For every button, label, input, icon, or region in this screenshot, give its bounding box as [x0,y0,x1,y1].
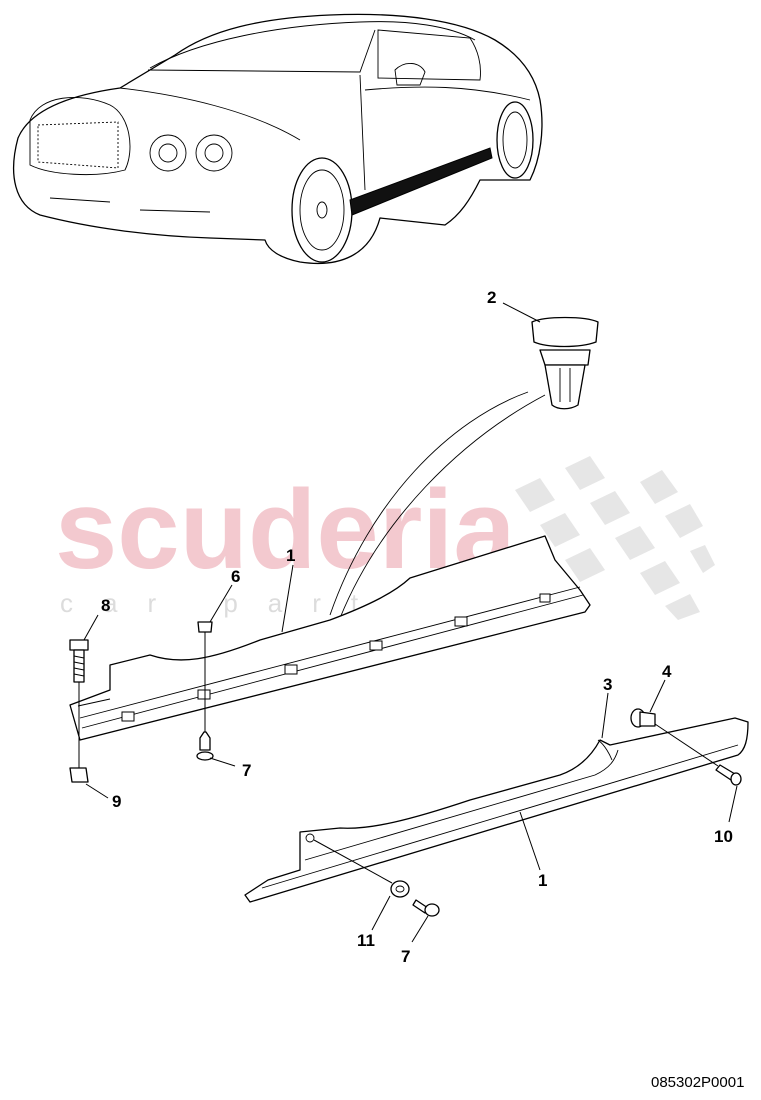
watermark: scuderia car parts [55,456,715,620]
callout-6: 6 [231,567,240,586]
callout-1-lower: 1 [538,871,547,890]
drawing-code: 085302P0001 [651,1074,744,1091]
part-6-screw [197,621,213,633]
part-7-screw-lower [412,899,440,917]
callout-2: 2 [487,288,496,307]
part-8-bolt [69,639,89,683]
part-2-clip [329,316,599,619]
part-11-washer [390,880,410,898]
watermark-sub: car parts [60,588,431,618]
callout-11: 11 [357,931,375,950]
callout-7-lower: 7 [401,947,410,966]
callout-1-upper: 1 [286,546,295,565]
sill-panel-upper [69,535,591,741]
part-7-screw-upper [196,731,214,761]
callout-labels: 2 1 6 8 7 9 3 4 10 1 11 7 [101,288,733,966]
callout-3: 3 [603,675,612,694]
leader-lines [78,302,738,943]
sill-panel-lower [244,717,749,903]
callout-10: 10 [714,827,733,846]
part-4-grommet [630,708,656,728]
callout-9: 9 [112,792,121,811]
car-illustration [12,13,543,265]
callout-8: 8 [101,596,110,615]
callout-4: 4 [662,662,672,681]
part-10-screw [715,764,742,786]
checkered-flag-icon [515,456,715,620]
part-9-nut [69,767,89,783]
callout-7-upper: 7 [242,761,251,780]
